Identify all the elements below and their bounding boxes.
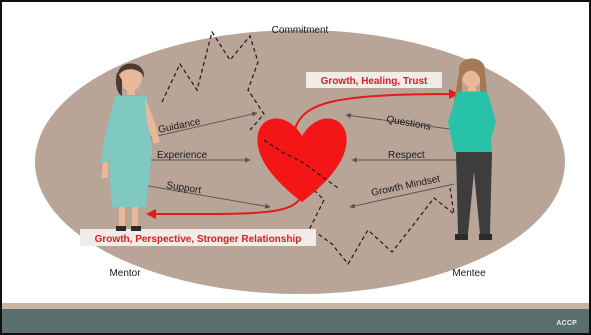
- arrow-guidance: [139, 111, 258, 141]
- label-respect: Respect: [388, 150, 425, 161]
- mentee-label: Mentee: [452, 268, 486, 279]
- mentor-figure: [100, 63, 160, 231]
- footer-stripe: [2, 303, 589, 309]
- arrow-questions: [345, 112, 458, 131]
- callout-bottom: Growth, Perspective, Stronger Relationsh…: [95, 234, 302, 245]
- callout-bottom-box: [80, 229, 316, 246]
- label-experience: Experience: [157, 150, 207, 161]
- heart: [257, 118, 347, 202]
- diagram-title: Commitment: [272, 25, 329, 36]
- arrow-support: [136, 183, 271, 209]
- footer-band: ACCP: [2, 309, 589, 333]
- callout-top: Growth, Healing, Trust: [321, 76, 428, 87]
- accp-logo: ACCP: [556, 320, 577, 327]
- red-arrow-bottom: [146, 197, 301, 220]
- label-support: Support: [166, 180, 203, 196]
- mentee-figure: [448, 58, 496, 240]
- dashed-path-top: [161, 30, 265, 131]
- heart-crack: [263, 139, 339, 189]
- mentor-label: Mentor: [109, 268, 141, 279]
- callout-top-box: [306, 72, 442, 88]
- red-arrow-top: [293, 89, 459, 133]
- arrow-growth-mindset: [349, 183, 455, 209]
